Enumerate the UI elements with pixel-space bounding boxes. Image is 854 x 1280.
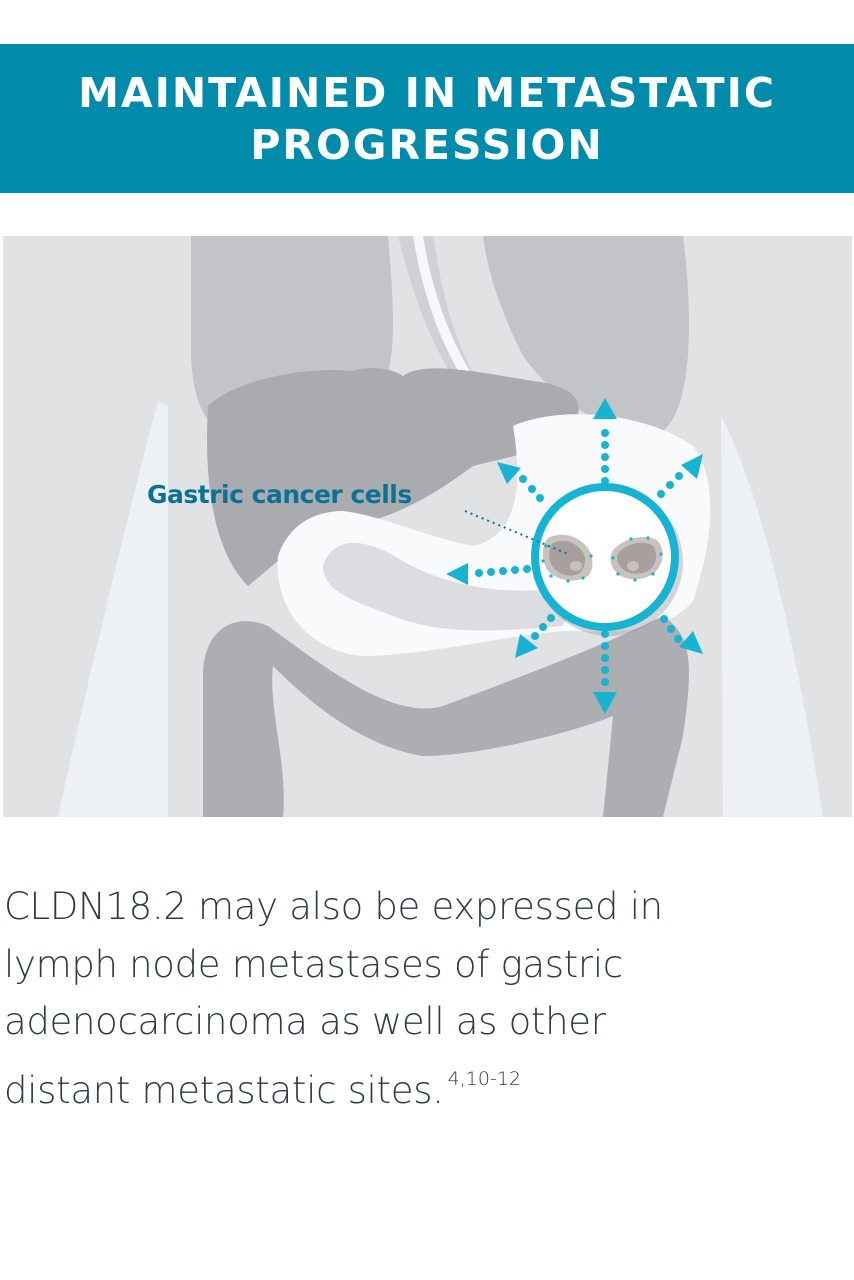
esophagus-lumen xyxy=(413,236,498,418)
banner-title-line-2: PROGRESSION xyxy=(250,120,604,169)
dotted-arrow-icons xyxy=(446,398,703,714)
body-line-4: distant metastatic sites. xyxy=(4,1068,444,1112)
magnifier-circle-icon xyxy=(531,483,679,631)
body-paragraph: CLDN18.2 may also be expressed in lymph … xyxy=(4,878,784,1119)
anatomy-illustration xyxy=(3,236,852,817)
cell-receptors xyxy=(541,536,663,583)
callout-label-gastric-cancer-cells: Gastric cancer cells xyxy=(147,480,412,509)
body-line-1: CLDN18.2 may also be expressed in xyxy=(4,885,663,928)
torso-right-edge xyxy=(721,416,823,817)
body-line-3: adenocarcinoma as well as other xyxy=(4,1000,606,1043)
body-line-2: lymph node metastases of gastric xyxy=(4,942,623,986)
stomach-fold xyxy=(323,542,578,631)
section-header-banner: MAINTAINED IN METASTATIC PROGRESSION xyxy=(0,44,854,193)
torso-left-edge xyxy=(58,401,168,817)
intestine xyxy=(203,616,689,817)
banner-title-line-1: MAINTAINED IN METASTATIC xyxy=(78,68,776,117)
right-lung xyxy=(483,236,689,433)
cancer-cell-icon xyxy=(610,536,663,580)
callout-leader-line xyxy=(464,510,569,555)
citation-superscript: 4,10-12 xyxy=(447,1067,521,1090)
body-line-4-wrapper: distant metastatic sites.4,10-12 xyxy=(4,1051,784,1120)
cancer-cell-icon xyxy=(542,534,593,581)
